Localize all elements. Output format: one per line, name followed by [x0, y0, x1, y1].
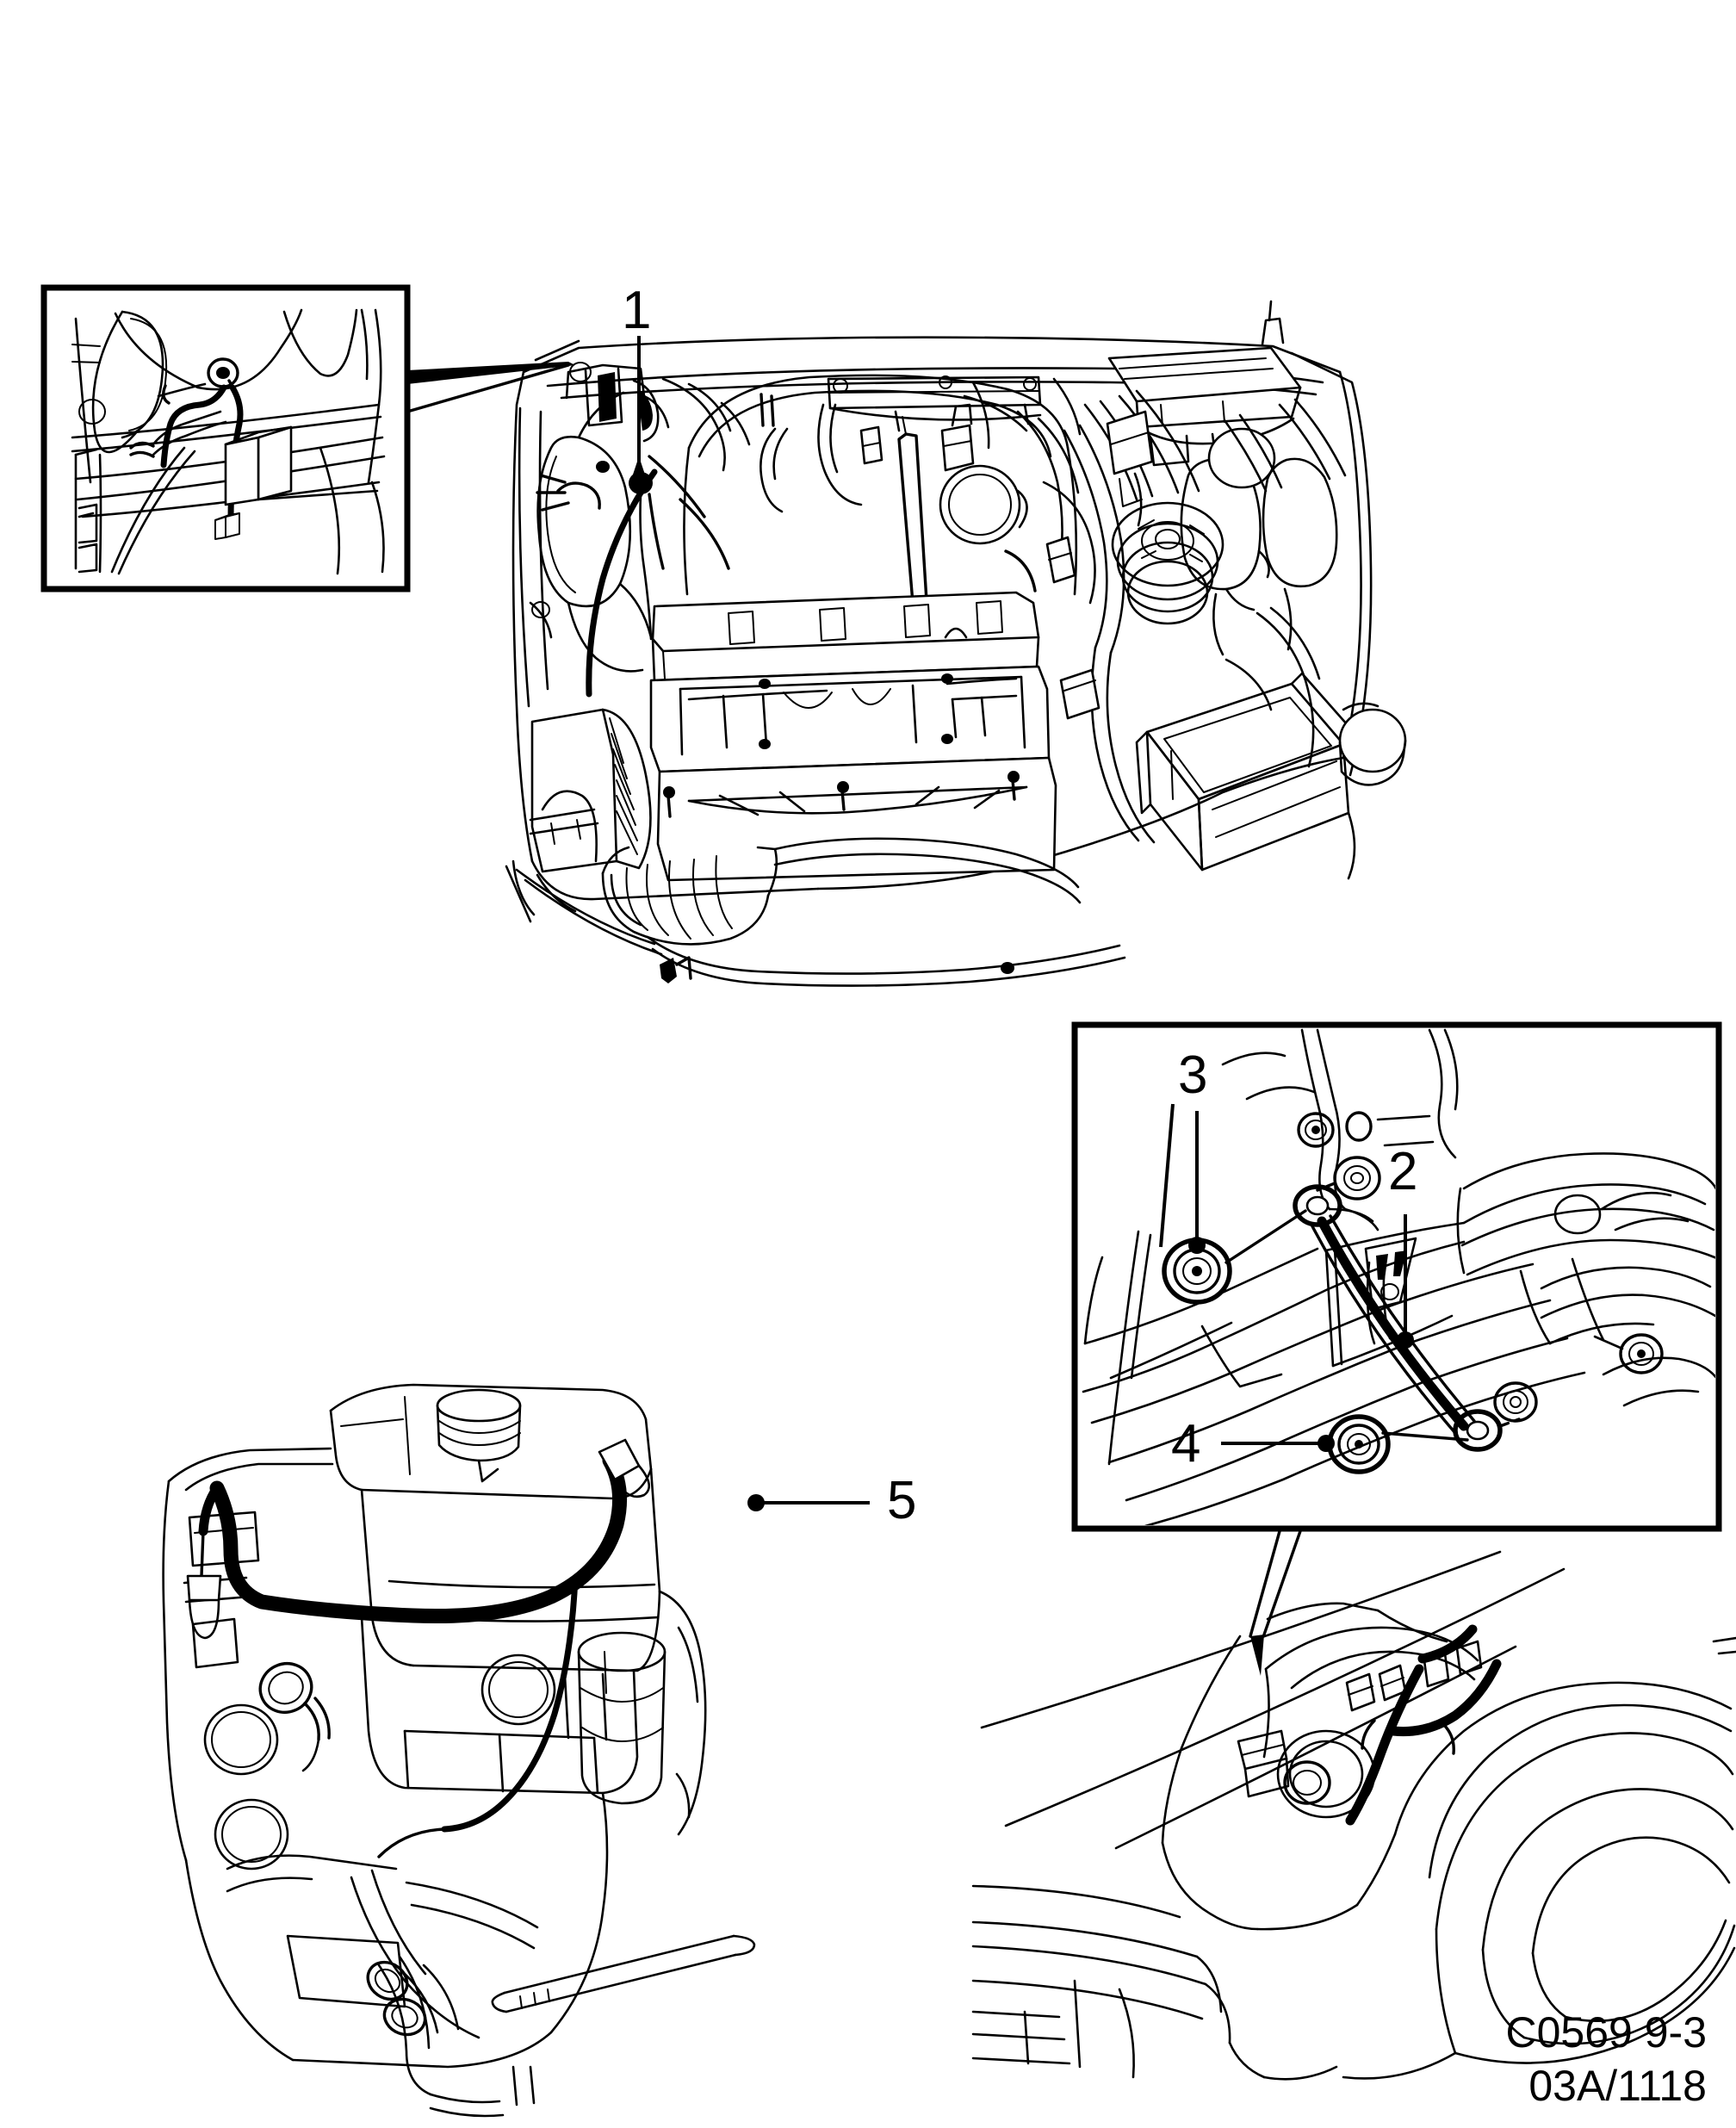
- panel-bolt-icon: [1297, 1112, 1335, 1148]
- callout-label-5: 5: [887, 1471, 917, 1530]
- fuse-box-icon: [1107, 300, 1302, 429]
- ground-strap-eyelet-upper: [1293, 1184, 1342, 1227]
- callout-5-leader: [747, 1494, 870, 1511]
- engine-bay-overview: [505, 300, 1407, 987]
- injector-connector-icon: [859, 425, 884, 465]
- gearbox-bolt-icon: [1619, 1333, 1664, 1374]
- callout-label-2: 2: [1388, 1142, 1418, 1201]
- air-filter-housing-icon: [530, 708, 652, 873]
- dipstick-icon: [258, 1662, 331, 1772]
- washer-reservoir-icon: [536, 435, 632, 608]
- engine-assembly-view: [162, 1383, 756, 2118]
- hose-clamp-icon: [1059, 668, 1100, 720]
- callout-label-3: 3: [1178, 1045, 1208, 1105]
- module-box-icon: [1106, 410, 1154, 475]
- battery-icon: [1135, 672, 1355, 872]
- coolant-hose-icon: [366, 1955, 432, 2096]
- harness-connector-left-icon: [186, 1574, 222, 1640]
- sensor-icon: [1045, 536, 1076, 584]
- figure-caption-line-1: C0569 9-3: [1505, 2008, 1708, 2057]
- detail-box-top-left: [40, 284, 411, 592]
- callout-label-1: 1: [622, 281, 652, 340]
- vehicle-front-corner: [971, 1550, 1736, 2081]
- ground-strap-eyelet-lower: [1453, 1409, 1503, 1452]
- strut-mount-icon: [565, 362, 670, 443]
- bolt-item-4-icon: [1327, 1414, 1391, 1474]
- intake-duct-icon: [601, 846, 778, 946]
- oil-filler-cap-icon: [939, 464, 1028, 545]
- body-clip-icon: [660, 956, 692, 983]
- headlamp-assembly-icon: [1237, 1626, 1479, 1819]
- harness-connector-right-icon: [598, 1438, 651, 1498]
- oil-filler-neck-icon: [436, 1388, 522, 1483]
- callout-1-leader: [630, 336, 648, 493]
- oil-dipstick-tube-icon: [491, 1934, 756, 2013]
- oil-filter-icon: [577, 1631, 666, 1805]
- battery-terminal-icon: [1338, 708, 1407, 786]
- relay-module-icon: [224, 425, 293, 506]
- connector-cube-icon: [214, 512, 240, 540]
- upper-mount-washer-icon: [1333, 1156, 1381, 1200]
- callout-4-leader: [1221, 1435, 1335, 1452]
- callout-2-leader: [1397, 1214, 1414, 1349]
- detail-box-right: [1071, 1021, 1722, 1676]
- ignition-coil-icon: [940, 403, 975, 472]
- figure-caption-line-2: 03A/1118: [1528, 2062, 1707, 2110]
- callout-label-4: 4: [1171, 1414, 1201, 1473]
- callout-3-leader: [1159, 1103, 1206, 1254]
